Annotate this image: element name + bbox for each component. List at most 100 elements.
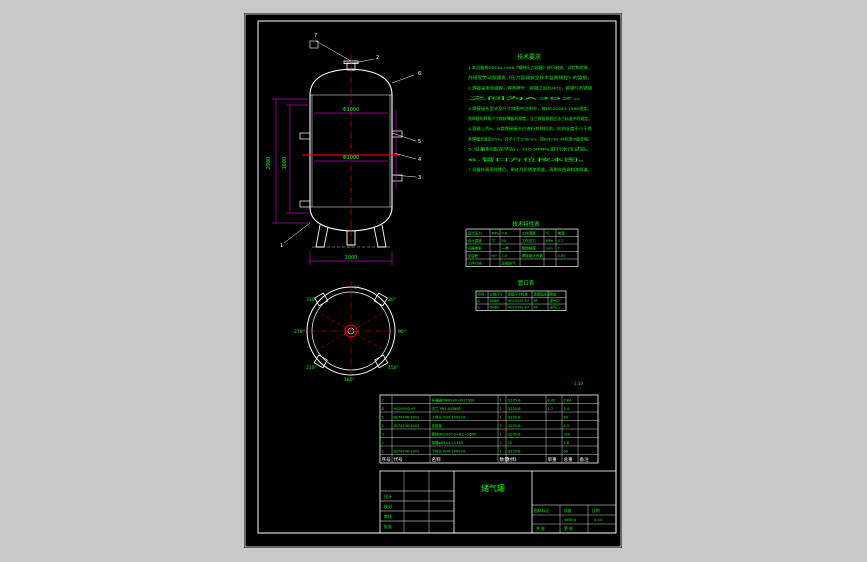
design-table-cell: 设计压力 bbox=[468, 231, 483, 236]
parts-cell: 法兰 PN1.6 DN80 bbox=[432, 406, 461, 411]
parts-cell: 1 bbox=[500, 415, 502, 419]
parts-cell: Q235-B bbox=[508, 415, 522, 419]
tb-mass: 质量 bbox=[564, 508, 572, 513]
nozzle-table-cell: a bbox=[478, 299, 480, 303]
cad-drawing: 2980 1600 1000 Φ1000 Φ1000 7 6 5 4 3 1 2 bbox=[244, 13, 622, 548]
sign-approve: 批准 bbox=[384, 523, 392, 529]
design-table-cell: 容器类别 bbox=[468, 246, 483, 251]
design-table-cell: m³ bbox=[492, 254, 498, 258]
side-nozzle-upper bbox=[391, 130, 403, 138]
parts-cell: 1 bbox=[500, 449, 502, 453]
tech-req-line: 2.焊接采用电弧焊，焊条牌号：碳钢之间为J422，碳钢与不锈钢 bbox=[468, 85, 592, 90]
parts-cell: 2 bbox=[382, 441, 384, 445]
nozzle-table-cell: HG20592-97 bbox=[508, 306, 530, 310]
parts-cell: 3 bbox=[382, 432, 384, 436]
angle-270: 270° bbox=[294, 329, 305, 335]
angle-330: 330° bbox=[306, 297, 317, 303]
part-callouts bbox=[283, 40, 417, 244]
diameter-dim-1: Φ1000 bbox=[343, 107, 360, 113]
tb-scale: 比例 bbox=[592, 508, 600, 513]
parts-cell: 2.8 bbox=[564, 441, 570, 445]
parts-cell: 7 bbox=[382, 398, 384, 402]
parts-header-cell: 序号 bbox=[382, 456, 392, 463]
tech-req-lines: 1.本设备按GB150-1998《钢制压力容器》进行制造、试验和验收，并接受劳动… bbox=[468, 65, 592, 172]
angle-0: 0° bbox=[354, 285, 359, 291]
parts-cell: 69 bbox=[564, 415, 568, 419]
design-table-cell: 1 bbox=[558, 247, 560, 251]
tech-req-line: 角焊缝的焊角尺寸按较薄板的厚度，法兰焊接按相应法兰标准中的规定。 bbox=[468, 116, 592, 121]
design-table-cell: 50 bbox=[502, 239, 507, 243]
parts-header-cell: 备注 bbox=[580, 456, 590, 463]
parts-cell: Q235-B bbox=[508, 449, 522, 453]
parts-header-cell: 总重 bbox=[564, 456, 574, 463]
overall-height-dim: 2980 bbox=[266, 157, 272, 170]
angle-180: 180° bbox=[344, 377, 355, 383]
nozzle-table-cell: HG20592-97 bbox=[508, 299, 530, 303]
design-table-cell: MPa bbox=[492, 232, 499, 236]
title-block: 储气罐 设计 校对 审核 批准 图样标记 质量 比例 460kg 1:10 共 … bbox=[379, 470, 617, 534]
parts-cell: 筒体DN1000 δ=8 L=1600 bbox=[432, 431, 477, 436]
design-table-cell: 1.0 bbox=[502, 254, 508, 258]
parts-cell: JB/T4736-2002 bbox=[393, 424, 420, 428]
plan-legs bbox=[313, 292, 389, 369]
parts-cell: 0.42 bbox=[548, 398, 556, 402]
design-table-title: 技术特性表 bbox=[512, 220, 540, 228]
technical-requirements: 技术要求 1.本设备按GB150-1998《钢制压力容器》进行制造、试验和验收，… bbox=[468, 53, 592, 172]
design-table-cell: mm bbox=[546, 247, 554, 251]
tech-req-line: 7.设备外表面除锈后，刷红丹防锈漆两道，再刷灰色调和漆两道。 bbox=[468, 167, 592, 172]
parts-cell: 1 bbox=[500, 398, 502, 402]
vessel-plan-view: 0° 180° 270° 90° 330° 30° 210° 150° bbox=[294, 281, 406, 383]
side-nozzle-lower bbox=[391, 174, 403, 182]
tech-req-line: 条焊缝长度的20%，且不小于250mm，按JB4730-94标准III级合格。 bbox=[468, 136, 592, 141]
design-table-cell: 0.7 bbox=[558, 239, 564, 243]
design-table-cell: 0.8 bbox=[502, 232, 508, 236]
angle-150: 150° bbox=[388, 365, 399, 371]
parts-cell: 20 bbox=[508, 441, 512, 445]
sign-design: 设计 bbox=[384, 493, 392, 499]
design-table-cell: 常温 bbox=[558, 231, 566, 236]
parts-cell: 补强圈DN80×6 HG21506 bbox=[432, 397, 475, 402]
parts-cell: 下封头 EHA 1000×8 bbox=[432, 448, 466, 453]
diameter-dim-2: Φ1000 bbox=[343, 155, 360, 161]
callout-3: 3 bbox=[418, 175, 421, 181]
support-legs bbox=[312, 224, 390, 248]
callout-2: 2 bbox=[376, 55, 379, 61]
parts-header-cell: 单重 bbox=[548, 456, 558, 463]
nozzle-table-cell: 出气口 bbox=[550, 305, 560, 310]
nozzle-table-cell: RF bbox=[534, 299, 538, 303]
tb-mass-value: 460kg bbox=[564, 517, 576, 522]
callout-1: 1 bbox=[280, 243, 283, 249]
parts-cell: 4.5 bbox=[564, 424, 570, 428]
tb-sheets: 共 张 bbox=[536, 526, 545, 531]
dimension-lines bbox=[272, 98, 397, 265]
parts-cell: 1 bbox=[500, 432, 502, 436]
parts-cell: HG20592-97 bbox=[394, 407, 416, 411]
design-table-cell: 一类 bbox=[502, 246, 510, 251]
tb-sheet-no: 第 张 bbox=[564, 526, 573, 531]
callout-5: 5 bbox=[418, 139, 421, 145]
parts-cell: 0.84 bbox=[564, 398, 573, 402]
tech-req-line: 之间为A302。 bbox=[468, 96, 592, 101]
nozzle-table-cell: 进气口 bbox=[550, 298, 560, 303]
nozzle-table-cell: 连接面形式 bbox=[534, 292, 552, 297]
design-table-cell: 工作压力 bbox=[522, 238, 537, 243]
tech-req-title: 技术要求 bbox=[517, 53, 541, 61]
parts-cell: 3 bbox=[500, 424, 502, 428]
tech-req-line: 6.管口方位按本图。 bbox=[468, 157, 592, 162]
callout-4: 4 bbox=[418, 157, 421, 163]
shell-length-dim: 1600 bbox=[282, 157, 288, 170]
tech-req-line: 3.焊接接头型式及尺寸除图中注明外，按HG20583-1998规定， bbox=[468, 106, 592, 111]
parts-header-cell: 代号 bbox=[394, 456, 404, 463]
design-table-cell: 腐蚀裕度 bbox=[522, 246, 537, 251]
design-table-cell: 全容积 bbox=[468, 253, 479, 258]
nozzle-table-cell: DN80 bbox=[490, 299, 499, 303]
parts-cell: 69 bbox=[564, 449, 568, 453]
parts-cell: 上封头 EHA 1000×8 bbox=[432, 414, 466, 419]
design-table-cell: MPa bbox=[546, 239, 553, 243]
parts-cell: 支座板 bbox=[432, 423, 443, 428]
design-table-cell: 设计温度 bbox=[468, 238, 483, 243]
nozzle-table-cell: 符号 bbox=[478, 292, 485, 297]
